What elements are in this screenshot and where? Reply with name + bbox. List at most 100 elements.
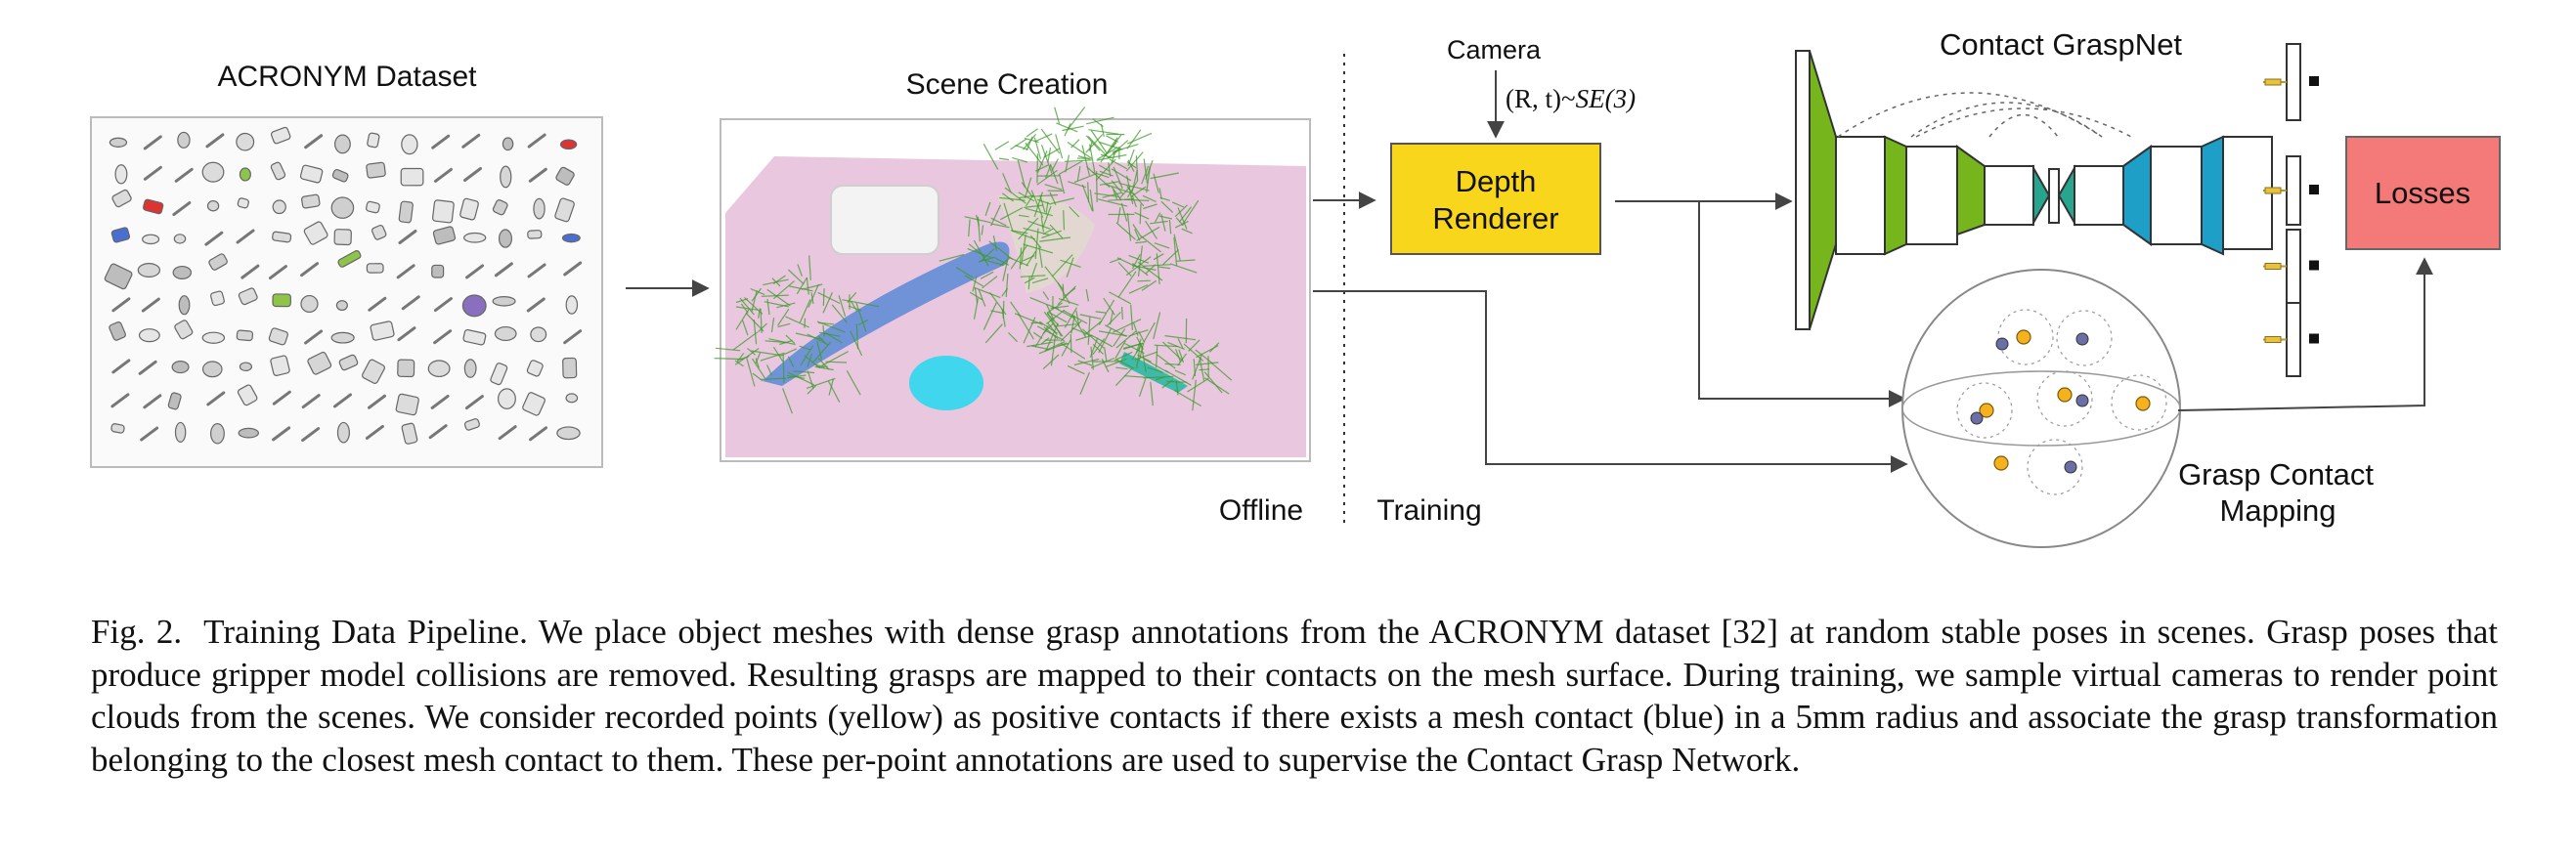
output-head [2286,229,2301,304]
grasp-stroke [1098,327,1113,354]
grasp-stroke [714,358,743,361]
object-thumbnail [300,262,320,278]
grasp-stroke [818,331,841,337]
grasp-stroke [1115,359,1135,369]
grasp-stroke [856,302,880,308]
object-thumbnail [366,200,380,214]
object-thumbnail [395,393,419,416]
object-thumbnail [431,264,445,278]
object-thumbnail [143,165,162,181]
object-thumbnail [336,421,350,444]
grasp-stroke [1203,377,1230,395]
object-thumbnail [522,392,546,416]
object-thumbnail [236,132,255,151]
grasp-stroke [1108,198,1134,201]
grasp-stroke [1040,128,1061,154]
object-thumbnail [110,227,131,243]
object-thumbnail [138,328,160,343]
grasp-stroke [746,358,756,387]
object-thumbnail [210,290,225,307]
grasp-stroke [755,358,760,368]
object-thumbnail [236,229,255,244]
grasp-stroke [1143,203,1157,210]
grasp-stroke [1034,228,1039,260]
grasp-stroke [1010,138,1027,150]
grasp-stroke [1125,256,1152,277]
grasp-stroke [743,296,764,315]
object-thumbnail [463,359,477,378]
object-thumbnail [400,167,424,187]
grasp-stroke [972,276,978,292]
grasp-stroke [1044,341,1066,352]
grasp-stroke [1025,207,1053,217]
grasp-stroke [994,141,1010,150]
grasp-stroke [1113,328,1126,347]
grasp-stroke [1018,192,1035,202]
positive-contact-point [2135,396,2151,411]
grasp-stroke [772,275,786,284]
grasp-stroke [1045,201,1049,215]
input-layer [1795,50,1811,330]
grasp-stroke [1026,341,1054,348]
grasp-stroke [776,302,796,309]
grasp-stroke [1008,332,1019,343]
grasp-stroke [1023,317,1036,344]
grasp-stroke [1176,259,1196,262]
grasp-stroke [785,316,809,328]
grasp-stroke [1132,263,1149,277]
grasp-stroke [1095,311,1107,314]
grasp-stroke [1099,170,1113,177]
grasp-stroke [1021,182,1033,197]
grasp-stroke [1057,285,1076,306]
grasp-stroke [1153,173,1159,193]
object-thumbnail [174,320,194,340]
grasp-stroke [1143,321,1156,343]
grasp-stroke [1139,203,1142,225]
grasp-stroke [787,374,807,379]
grasp-stroke [817,358,830,370]
grasp-stroke [1050,197,1075,205]
object-thumbnail [110,423,125,434]
object-thumbnail [272,390,291,406]
object-thumbnail [559,139,578,150]
grasp-stroke [1153,253,1164,261]
object-thumbnail [172,201,192,217]
grasp-stroke [1081,145,1090,176]
grasp-stroke [817,291,841,305]
disc-object [909,356,983,410]
grasp-stroke [1026,250,1037,267]
grasp-stroke [1208,342,1220,353]
grasp-stroke [855,302,867,332]
object-thumbnail [104,263,133,290]
grasp-stroke [821,351,849,366]
grasp-stroke [1046,322,1059,350]
grasp-stroke [1089,190,1094,212]
object-thumbnail [500,165,512,189]
object-thumbnail [270,126,291,145]
grasp-stroke [1002,300,1005,320]
object-thumbnail [272,293,291,308]
grasp-stroke [816,341,823,361]
object-thumbnail [237,384,258,406]
grasp-stroke [751,289,758,313]
grasp-stroke [1018,313,1034,340]
grasp-stroke [761,294,789,297]
grasp-stroke [1092,343,1105,355]
object-thumbnail [492,199,508,216]
head-output [2309,333,2319,344]
object-thumbnail [554,197,575,223]
grasp-stroke [1066,257,1074,278]
grasp-stroke [1141,279,1157,291]
grasp-stroke [807,370,814,389]
object-thumbnail [565,295,579,315]
grasp-stroke [1089,144,1096,173]
grasp-stroke [795,332,824,340]
object-thumbnail [301,193,321,209]
grasp-stroke [732,331,759,351]
object-thumbnail [178,295,191,316]
grasp-stroke [1029,297,1060,311]
grasp-stroke [1175,348,1182,363]
grasp-stroke [822,288,825,306]
grasp-stroke [1137,279,1151,282]
object-thumbnail [304,329,324,345]
